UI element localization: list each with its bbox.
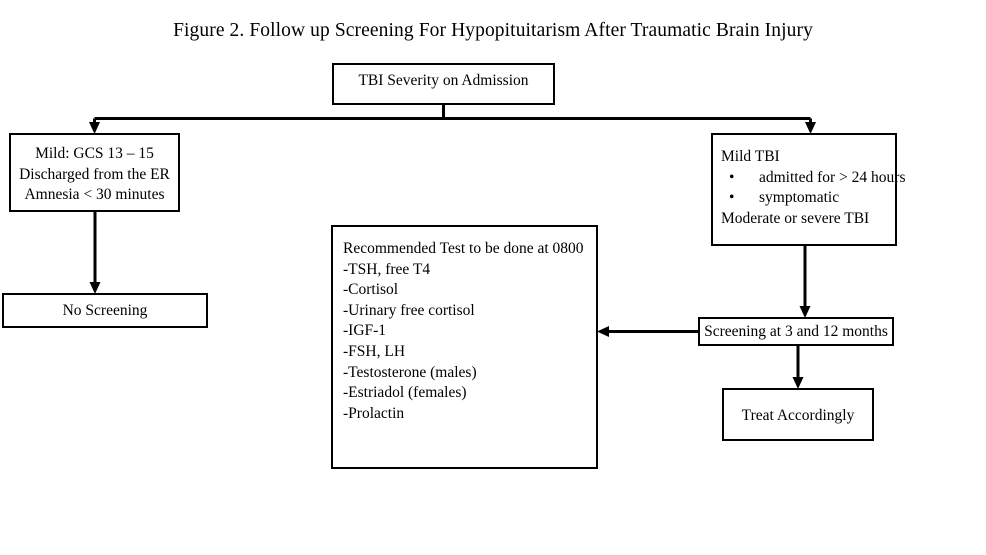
node-no-screening-label: No Screening [62,302,148,319]
node-tests-item: -Prolactin [343,404,405,422]
node-treat-accordingly: Treat Accordingly [722,388,874,441]
bullet-icon: • [729,168,735,186]
node-mild-tbi-bullet-2-label: symptomatic [759,189,840,207]
node-mild: Mild: GCS 13 – 15 Discharged from the ER… [9,133,180,212]
node-mild-tbi-bullet-1: • admitted for > 24 hours [721,168,906,189]
node-mild-tbi-line-2: Moderate or severe TBI [721,209,870,227]
node-treat-label: Treat Accordingly [741,407,855,424]
node-mild-line-3: Amnesia < 30 minutes [24,186,165,204]
node-screening: Screening at 3 and 12 months [698,317,894,346]
node-mild-line-2: Discharged from the ER [19,165,170,183]
figure-title: Figure 2. Follow up Screening For Hypopi… [173,20,813,41]
arrowhead-to-tests [597,326,609,337]
node-mild-tbi-bullet-2: • symptomatic [721,188,895,209]
node-tests-item: -IGF-1 [343,322,387,340]
node-tests-item: -FSH, LH [343,343,406,361]
bullet-icon: • [729,189,735,207]
node-tbi-severity-label: TBI Severity on Admission [358,72,529,89]
node-tests-item: -Cortisol [343,281,399,299]
node-screening-label: Screening at 3 and 12 months [704,323,888,340]
node-tbi-severity: TBI Severity on Admission [332,63,555,105]
node-tests-item: -TSH, free T4 [343,260,431,278]
node-recommended-tests: Recommended Test to be done at 0800 -TSH… [331,225,598,469]
node-mild-tbi-line-1: Mild TBI [721,148,780,165]
node-tests-heading: Recommended Test to be done at 0800 [343,240,584,257]
node-mild-tbi: Mild TBI • admitted for > 24 hours • sympt… [711,133,906,246]
node-no-screening: No Screening [2,293,208,328]
node-tests-item: -Urinary free cortisol [343,301,475,319]
node-tests-item: -Estriadol (females) [343,384,467,402]
node-tests-item: -Testosterone (males) [343,363,477,381]
node-mild-line-1: Mild: GCS 13 – 15 [35,145,154,162]
node-mild-tbi-bullet-1-label: admitted for > 24 hours [759,168,906,186]
